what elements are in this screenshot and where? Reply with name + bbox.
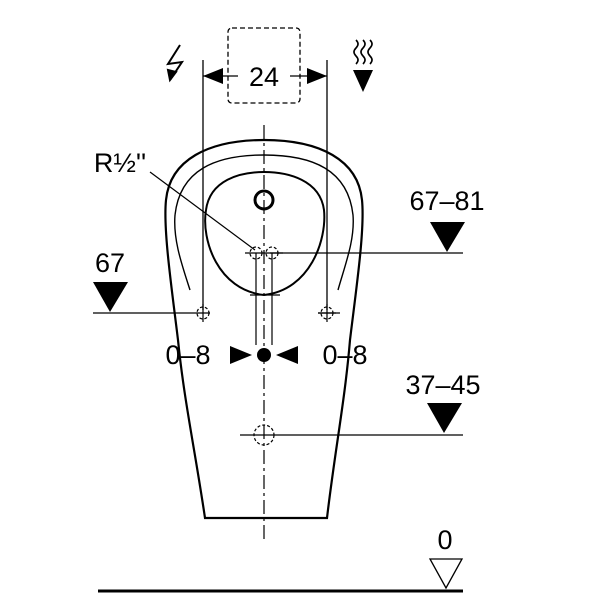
inlet-hole [253, 189, 275, 211]
control-module-outline [227, 27, 301, 104]
arrow-right-icon [230, 346, 252, 364]
pipe-thread-label: R½'' [94, 148, 146, 178]
outlet-center-dot [257, 348, 271, 362]
pipe-thread-leader [149, 171, 256, 251]
offset-left-label: 0–8 [165, 340, 210, 370]
floor-level-marker-icon [428, 558, 464, 590]
level-marker-icon [427, 403, 462, 433]
supply-height-label: 67–81 [409, 186, 484, 216]
fixing-point-markers [196, 304, 336, 322]
urinal-outline [164, 138, 364, 520]
level-marker-icon [93, 282, 128, 312]
offset-right-label: 0–8 [322, 340, 367, 370]
level-marker-icon [430, 222, 465, 252]
urinal-rim [174, 154, 354, 291]
width-dimension-label: 24 [249, 62, 279, 92]
outlet-marker [253, 424, 275, 446]
water-supply-icon [353, 39, 373, 92]
floor-level-label: 0 [437, 525, 452, 555]
arrow-left-icon [276, 346, 298, 364]
bowl-outline [204, 170, 326, 297]
fixing-height-label: 67 [95, 248, 125, 278]
outlet-height-label: 37–45 [405, 370, 480, 400]
electric-power-icon [165, 44, 185, 83]
width-dimension [202, 60, 328, 310]
outlet-pipe [250, 253, 280, 345]
